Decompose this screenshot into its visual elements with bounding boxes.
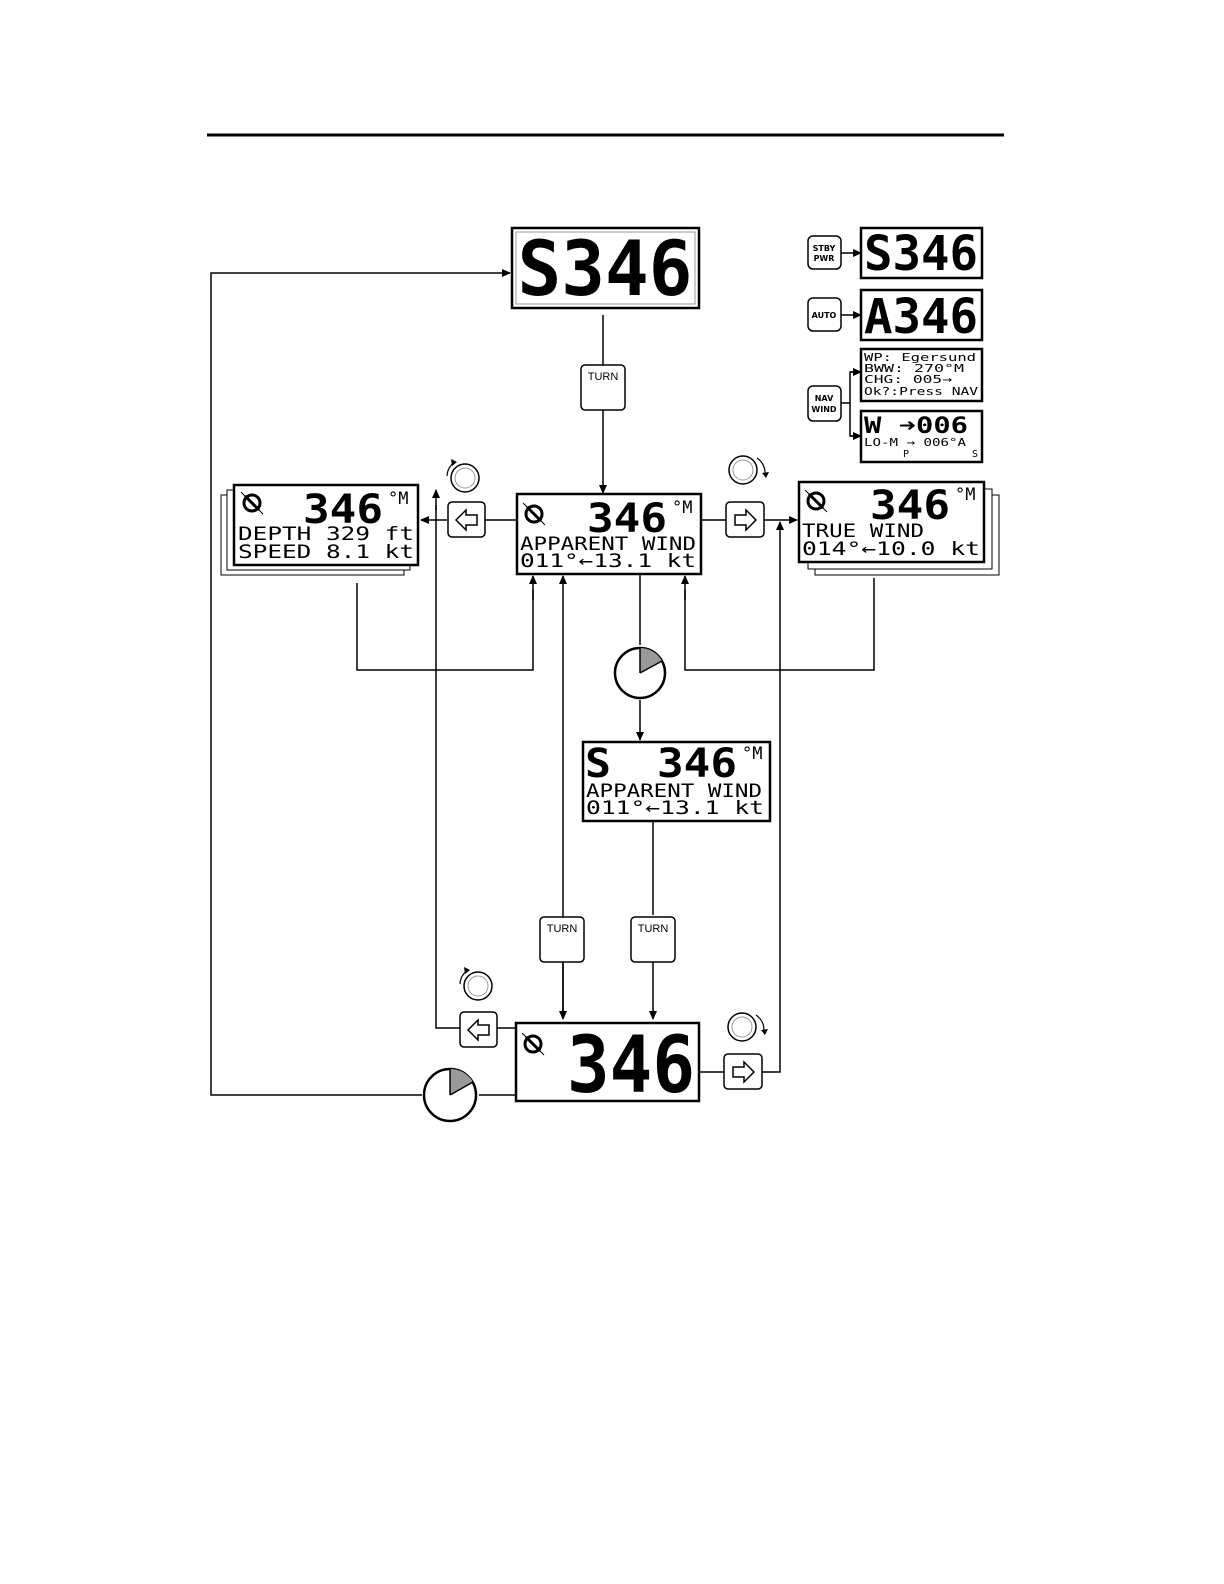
timer-clock-icon (615, 648, 665, 698)
left-arrow-key-bottom[interactable] (460, 1012, 497, 1047)
display-depth-speed: 346 °M DEPTH 329 ft SPEED 8.1 kt (221, 485, 418, 575)
svg-text:AUTO: AUTO (812, 311, 837, 320)
svg-text:Ok?:Press NAV: Ok?:Press NAV (864, 385, 978, 398)
svg-text:WIND: WIND (811, 405, 836, 414)
svg-text:°M: °M (955, 485, 975, 505)
right-arrow-key-top[interactable] (726, 502, 764, 537)
right-arrow-key-bottom[interactable] (724, 1054, 762, 1089)
turn-button-left[interactable]: TURN (540, 917, 584, 962)
legend-auto-key[interactable]: AUTO (808, 298, 841, 331)
rotate-ccw-knob-icon[interactable] (447, 459, 479, 492)
svg-text:SPEED 8.1 kt: SPEED 8.1 kt (238, 541, 414, 563)
legend-display-standby: S346 (861, 226, 982, 282)
svg-text:P: P (903, 449, 909, 460)
legend-display-auto: A346 (861, 289, 982, 345)
svg-text:LO-M → 006°A: LO-M → 006°A (864, 436, 966, 449)
svg-text:TURN: TURN (638, 923, 669, 935)
rotate-cw-knob-icon[interactable] (729, 456, 769, 484)
svg-text:NAV: NAV (815, 394, 834, 403)
svg-text:PWR: PWR (814, 254, 835, 263)
svg-text:TURN: TURN (547, 923, 578, 935)
display-apparent-wind: 346 °M APPARENT WIND 011°←13.1 kt (517, 494, 701, 574)
svg-text:S: S (972, 449, 978, 460)
svg-text:346: 346 (567, 1021, 695, 1111)
svg-text:014°←10.0 kt: 014°←10.0 kt (802, 538, 980, 560)
turn-button-top[interactable]: TURN (581, 365, 625, 410)
display-standby-wind: S 346 °M APPARENT WIND 011°←13.1 kt (583, 741, 770, 821)
left-arrow-key-top[interactable] (448, 502, 485, 537)
svg-text:S346: S346 (864, 226, 978, 282)
display-standby-top: S346 (512, 224, 699, 313)
legend-display-nav: WP: Egersund BWW: 270°M CHG: 005→ Ok?:Pr… (861, 349, 982, 401)
legend-display-wind: W ➜006 LO-M → 006°A P S (861, 411, 982, 462)
svg-text:011°←13.1 kt: 011°←13.1 kt (586, 797, 764, 819)
svg-text:°M: °M (742, 744, 762, 764)
legend-stby-key[interactable]: STBY PWR (808, 236, 841, 269)
svg-text:°M: °M (672, 498, 692, 518)
svg-text:°M: °M (388, 489, 408, 509)
standby-heading-text: S346 (518, 224, 693, 313)
rotate-ccw-knob-icon[interactable] (460, 967, 492, 1000)
rotate-cw-knob-icon[interactable] (728, 1013, 768, 1041)
legend-nav-wind-key[interactable]: NAV WIND (808, 386, 841, 421)
turn-button-label: TURN (588, 371, 619, 383)
turn-button-right[interactable]: TURN (631, 917, 675, 962)
svg-text:A346: A346 (864, 289, 978, 345)
connectors (211, 253, 874, 1095)
display-true-wind: 346 °M TRUE WIND 014°←10.0 kt (799, 482, 999, 575)
svg-text:011°←13.1 kt: 011°←13.1 kt (520, 550, 696, 572)
svg-text:STBY: STBY (813, 244, 836, 253)
display-bottom: 346 (516, 1021, 699, 1111)
timer-clock-icon (424, 1069, 476, 1121)
